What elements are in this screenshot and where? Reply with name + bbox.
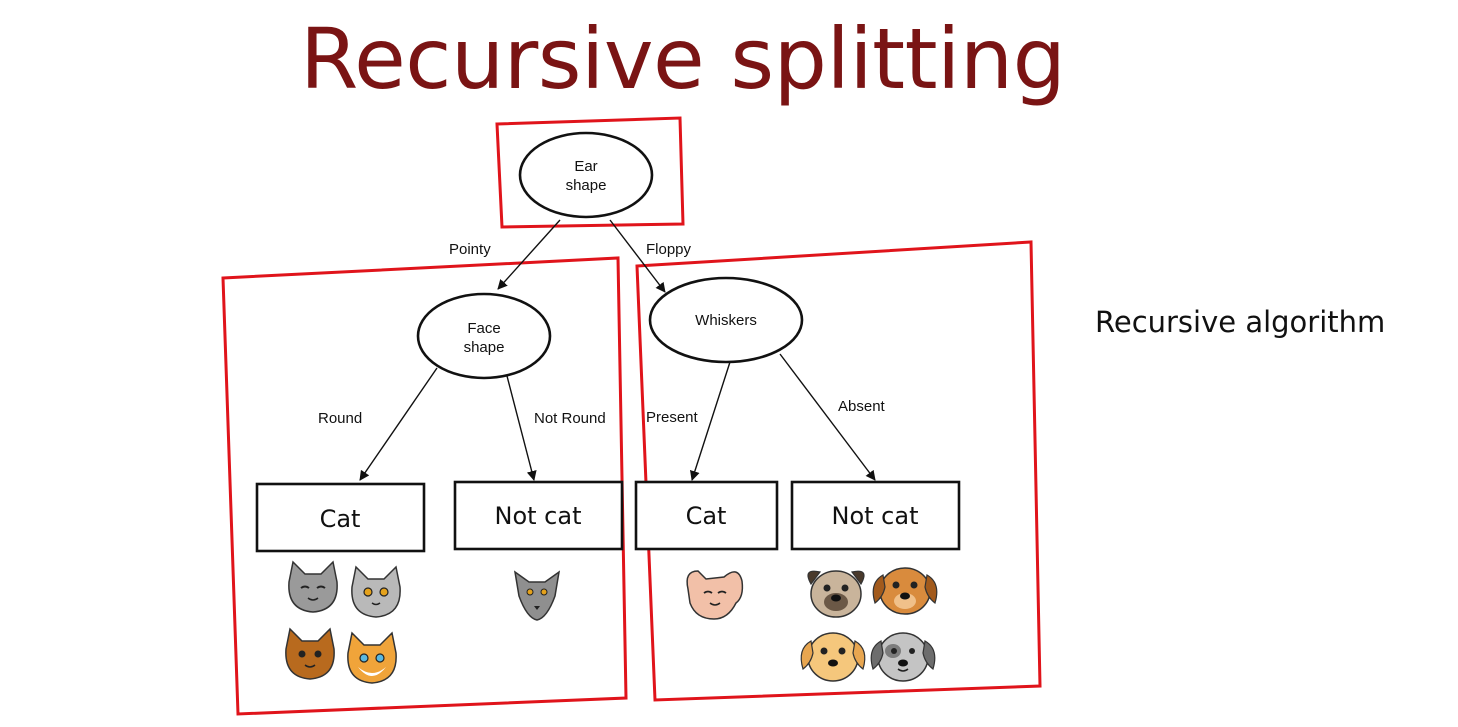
edge-not-round-arrow (506, 375, 537, 481)
svg-text:Whiskers: Whiskers (695, 312, 757, 329)
node-whiskers: Whiskers (648, 276, 804, 364)
edge-label-present: Present (646, 409, 699, 426)
edge-absent-arrow (779, 353, 876, 481)
cat-face-icon (351, 565, 401, 618)
cat-face-icon (285, 627, 335, 680)
edge-label-floppy: Floppy (646, 241, 692, 258)
edge-label-pointy: Pointy (449, 241, 491, 258)
svg-text:Cat: Cat (686, 502, 727, 530)
edge-label-not-round: Not Round (534, 410, 606, 427)
svg-text:Ear: Ear (574, 158, 597, 175)
dog-face-icon (872, 567, 938, 615)
cat-face-icon (288, 560, 338, 613)
left-subtree-highlight-box (221, 256, 628, 716)
right-subtree-highlight-box (635, 240, 1042, 702)
slide-title: Recursive splitting (300, 10, 1066, 108)
edge-label-absent: Absent (838, 398, 886, 415)
edge-present-arrow (689, 361, 731, 481)
cat-face-icon (347, 631, 397, 684)
cat-face-icon (686, 570, 744, 620)
node-face-shape: Face shape (416, 292, 552, 380)
leaf-box-cat-right: Cat (634, 480, 779, 551)
edge-round-arrow (359, 367, 438, 481)
svg-text:shape: shape (464, 339, 505, 356)
edge-label-round: Round (318, 410, 362, 427)
svg-text:Not cat: Not cat (495, 502, 582, 530)
svg-text:Face: Face (467, 320, 500, 337)
node-ear-shape: Ear shape (518, 131, 654, 219)
cat-face-icon (513, 570, 561, 621)
svg-text:shape: shape (566, 177, 607, 194)
leaf-box-not-cat-left: Not cat (453, 480, 624, 551)
svg-text:Cat: Cat (320, 505, 361, 533)
edge-pointy-arrow (497, 219, 561, 290)
side-note: Recursive algorithm (1095, 305, 1386, 339)
dog-face-icon (870, 632, 936, 682)
edge-floppy-arrow (609, 219, 666, 293)
svg-text:Not cat: Not cat (832, 502, 919, 530)
leaf-box-not-cat-right: Not cat (790, 480, 961, 551)
root-highlight-box (495, 116, 685, 229)
dog-face-icon (807, 570, 865, 618)
leaf-box-cat-left: Cat (255, 482, 426, 553)
dog-face-icon (800, 632, 866, 682)
